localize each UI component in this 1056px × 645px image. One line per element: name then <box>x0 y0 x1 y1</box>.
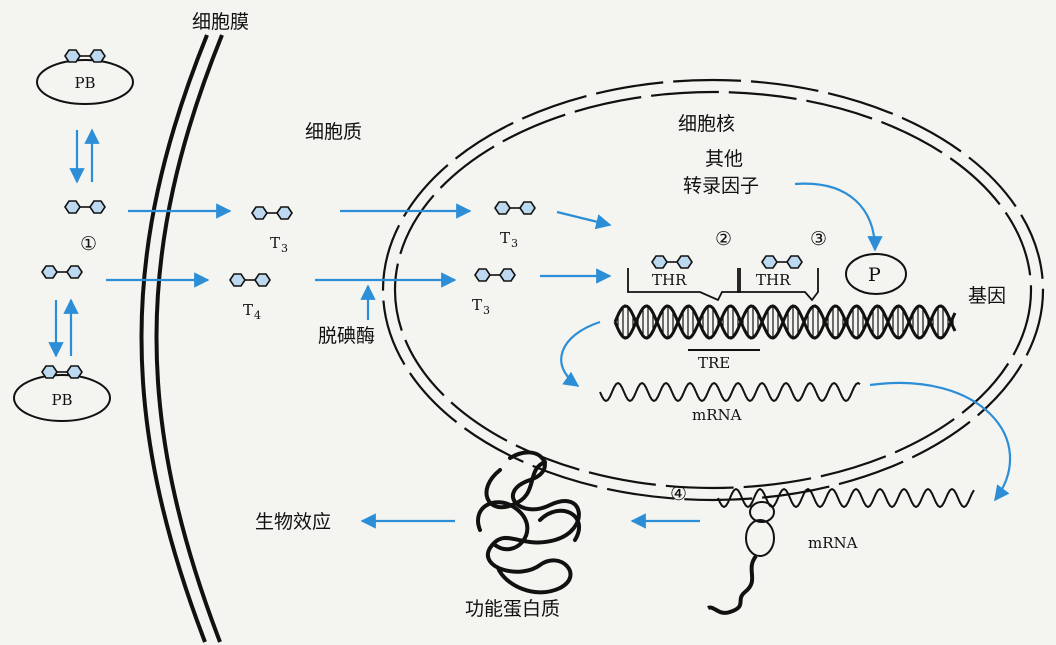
dna-helix-icon <box>613 304 957 340</box>
t3-cyto-sub: 3 <box>281 242 288 255</box>
t3-cyto-letter: T <box>270 234 280 252</box>
t3-nuc1-sub: 3 <box>511 237 518 250</box>
thr-1-label: THR <box>652 271 687 289</box>
deiodinase-label: 脱碘酶 <box>318 325 375 347</box>
pb-bottom: PB <box>13 365 111 422</box>
other-tf-line2: 转录因子 <box>683 175 759 197</box>
step-2-marker: ② <box>715 228 732 250</box>
nuclear-envelope <box>381 78 1045 502</box>
thr-receptor-2: THR <box>737 255 819 302</box>
t3-cytoplasm: T 3 <box>251 206 293 255</box>
t4-cytoplasm: T 4 <box>229 273 271 322</box>
mrna-nucleus-label: mRNA <box>692 406 742 424</box>
tre-label: TRE <box>698 354 730 372</box>
mrna-cyto-label: mRNA <box>808 534 858 552</box>
pb-bottom-label: PB <box>51 391 72 409</box>
hormone-molecule-icon <box>474 268 516 282</box>
mrna-cyto-wave <box>717 487 975 509</box>
ribosome-icon <box>707 501 775 615</box>
t3-nucleus-upper: T 3 <box>494 201 536 250</box>
hormone-molecule-icon <box>251 206 293 220</box>
t4-cyto-sub: 4 <box>254 309 261 322</box>
gene-label: 基因 <box>968 285 1006 307</box>
step-3-marker: ③ <box>810 228 827 250</box>
hormone-molecule-icon <box>64 200 106 214</box>
t3-nucleus-lower: T 3 <box>472 268 516 317</box>
membrane-label: 细胞膜 <box>192 11 249 33</box>
pb-top: PB <box>36 49 134 105</box>
pb-top-label: PB <box>74 74 95 92</box>
cell-membrane <box>139 34 224 643</box>
hormone-molecule-icon <box>41 265 83 279</box>
t3-nuc2-sub: 3 <box>483 304 490 317</box>
biological-effect-label: 生物效应 <box>255 511 331 533</box>
transport-arrows <box>106 182 1012 529</box>
thr-2-label: THR <box>756 271 791 289</box>
t4-cyto-letter: T <box>243 301 253 319</box>
t3-nuc2-letter: T <box>472 296 482 314</box>
t3-nuc1-letter: T <box>500 229 510 247</box>
thr-receptor-1: THR <box>627 255 741 302</box>
hormone-molecule-icon <box>494 201 536 215</box>
step-4-marker: ④ <box>670 483 687 505</box>
pb-equilibrium-arrows <box>48 128 100 358</box>
hormone-molecule-icon <box>651 255 693 269</box>
p-factor: P <box>845 253 907 295</box>
hormone-molecule-icon <box>229 273 271 287</box>
hormone-molecule-icon <box>761 255 803 269</box>
step-1-marker: ① <box>80 233 97 255</box>
functional-protein-label: 功能蛋白质 <box>465 598 560 620</box>
cytoplasm-label: 细胞质 <box>305 121 362 143</box>
mrna-nucleus-wave <box>599 381 861 403</box>
hormone-molecule-icon <box>41 365 83 379</box>
other-tf-line1: 其他 <box>705 148 743 170</box>
protein-coil-icon <box>476 450 582 595</box>
nucleus-label: 细胞核 <box>678 113 735 135</box>
p-label: P <box>868 264 881 286</box>
